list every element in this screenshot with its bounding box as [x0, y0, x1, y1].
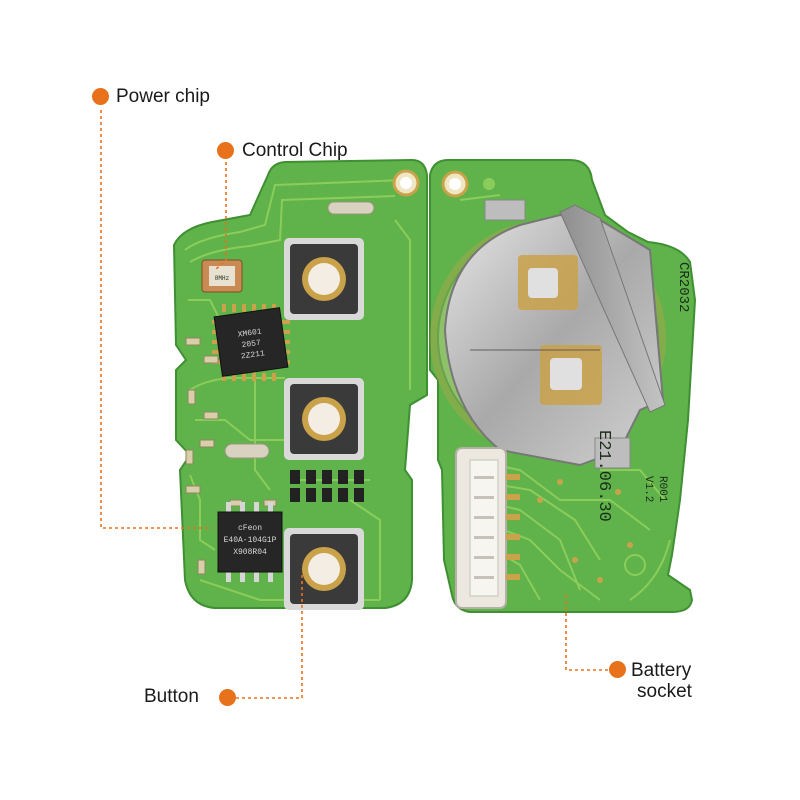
- power-chip-marking-1: cFeon: [238, 524, 262, 533]
- right-via: [483, 178, 495, 190]
- button-2: [284, 378, 364, 460]
- date-code-marking: E21.06.30: [594, 430, 613, 522]
- battery-socket-label-line1: Battery: [631, 660, 692, 681]
- battery-model-marking: CR2032: [675, 262, 691, 312]
- control-chip: XM601 2057 2Z211: [212, 304, 290, 381]
- pin-connector: [455, 447, 520, 609]
- control-chip-marker-icon: [217, 142, 234, 159]
- callout-lines: [100, 110, 608, 699]
- battery-holder: [430, 199, 666, 469]
- button-callout-line: [236, 574, 303, 699]
- control-chip-marking-2: 2057: [241, 339, 261, 351]
- battery-socket-callout-line: [565, 592, 608, 671]
- power-chip-label: Power chip: [116, 86, 210, 107]
- button-1: [284, 238, 364, 320]
- power-chip-marker-icon: [92, 88, 109, 105]
- left-pcb: 8MHz XM601 2057 2Z211: [172, 158, 428, 610]
- board-rev-marking: R001: [656, 476, 668, 503]
- power-chip: cFeon E40A-104G1P X908R04: [217, 502, 283, 582]
- board-ver-marking: V1.2: [642, 476, 654, 502]
- resistor-row: [290, 470, 364, 502]
- control-chip-callout-line: [214, 162, 227, 271]
- power-chip-callout-line: [100, 110, 212, 529]
- left-smd-top: [327, 201, 375, 215]
- right-vias: [537, 479, 633, 583]
- power-chip-marking-3: X908R04: [233, 548, 267, 557]
- crystal-marking: 8MHz: [215, 275, 230, 282]
- control-chip-marking-3: 2Z211: [240, 349, 265, 361]
- left-smd-diode: [224, 443, 270, 459]
- power-chip-marking-2: E40A-104G1P: [224, 536, 277, 545]
- battery-socket-label-line2: socket: [637, 681, 692, 702]
- right-pcb: CR2032: [429, 159, 697, 613]
- button-label: Button: [144, 686, 199, 707]
- control-chip-label: Control Chip: [242, 140, 348, 161]
- button-marker-icon: [219, 689, 236, 706]
- control-chip-marking-1: XM601: [237, 327, 262, 339]
- button-3: [284, 528, 364, 610]
- battery-socket-marker-icon: [609, 661, 626, 678]
